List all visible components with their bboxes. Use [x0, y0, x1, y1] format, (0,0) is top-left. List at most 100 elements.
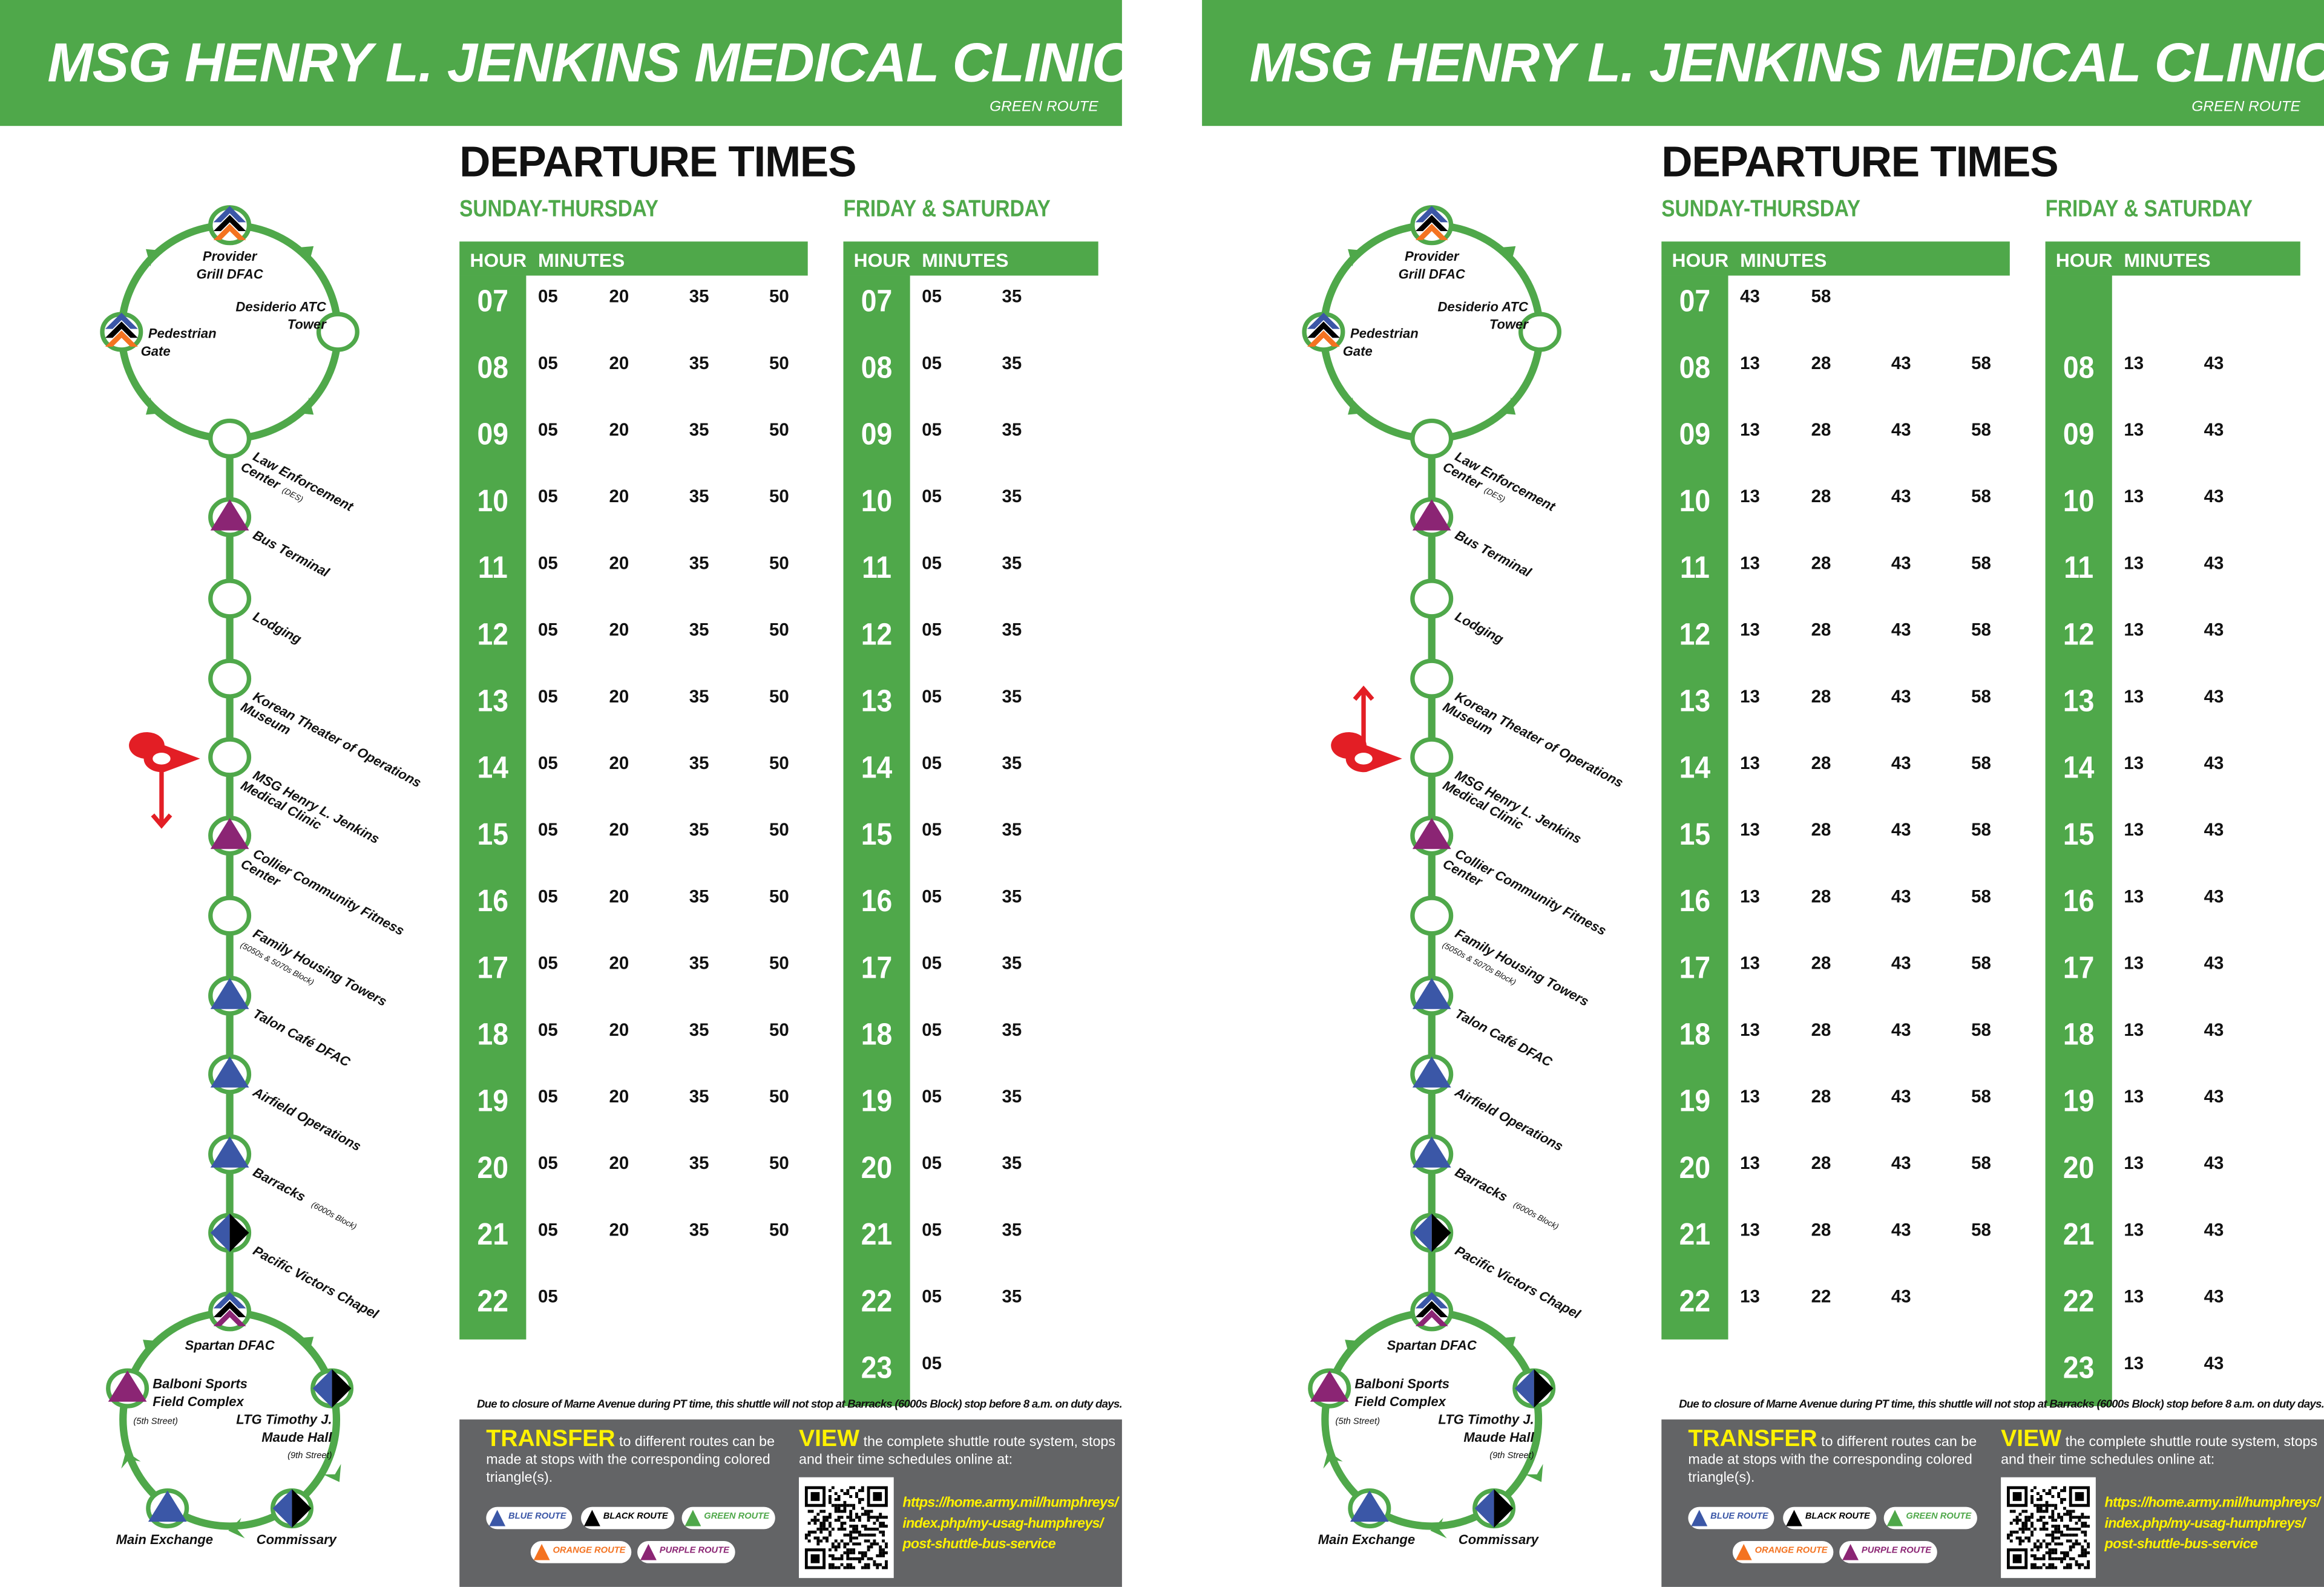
hour-cell: 10: [1679, 484, 1711, 519]
table-row: [2046, 276, 2300, 342]
minute-cell: 20: [609, 886, 629, 907]
minutes-header: MINUTES: [2124, 249, 2211, 272]
minute-cell: 28: [1811, 819, 1831, 840]
legend-blue-route: BLUE ROUTE: [1688, 1507, 1774, 1530]
shuttle-url-link[interactable]: https://home.army.mil/humphreys/index.ph…: [902, 1495, 1118, 1553]
stop: LTG Timothy J.Maude Hall(9th Street): [1438, 1368, 1556, 1461]
hour-cell: 13: [477, 684, 509, 719]
hour-cell: 14: [477, 751, 509, 785]
hour-cell: 16: [477, 885, 509, 919]
minute-cell: 35: [1002, 753, 1022, 774]
hour-cell: 14: [1679, 751, 1711, 785]
minute-cell: 35: [689, 1153, 709, 1174]
triangle-purple-icon: [210, 817, 249, 849]
hour-cell: 20: [2063, 1151, 2095, 1186]
minute-cell: 13: [2124, 1086, 2144, 1107]
hour-cell: 09: [477, 417, 509, 452]
minute-cell: 28: [1811, 952, 1831, 973]
hour-header: HOUR: [2055, 249, 2113, 272]
minute-cell: 05: [922, 1352, 942, 1374]
stop-label: Tower: [1489, 317, 1529, 332]
stop-sublabel: (9th Street): [287, 1451, 332, 1461]
qr-code-icon: [804, 1486, 888, 1569]
closure-note: Due to closure of Marne Avenue during PT…: [1679, 1397, 2324, 1411]
minute-cell: 50: [769, 1019, 789, 1041]
triangle-icon: [1786, 1510, 1802, 1526]
minute-cell: 05: [537, 686, 558, 707]
minute-cell: 05: [537, 352, 558, 374]
legend-orange-route: ORANGE ROUTE: [530, 1540, 632, 1563]
minute-cell: 05: [922, 886, 942, 907]
stop-label: Desiderio ATC: [235, 299, 326, 314]
minute-cell: 58: [1971, 1086, 1991, 1107]
minute-cell: 35: [689, 886, 709, 907]
minute-cell: 13: [2124, 886, 2144, 907]
minute-cell: 43: [2204, 1352, 2224, 1374]
shuttle-url-link[interactable]: https://home.army.mil/humphreys/index.ph…: [2104, 1495, 2320, 1553]
minute-cell: 13: [2124, 619, 2144, 640]
minute-cell: 05: [537, 1019, 558, 1041]
minute-cell: 28: [1811, 486, 1831, 507]
hour-cell: 13: [1679, 684, 1711, 719]
triangle-purple-icon: [1412, 817, 1451, 849]
stop-circle: [1410, 418, 1454, 459]
minute-cell: 35: [1002, 619, 1022, 640]
hour-cell: 11: [1679, 551, 1710, 586]
hour-cell: 07: [861, 284, 893, 319]
minute-cell: 43: [1740, 286, 1760, 307]
qr-code: [2001, 1477, 2096, 1579]
minute-cell: 13: [2124, 486, 2144, 507]
view-info: VIEW the complete shuttle route system, …: [2001, 1427, 2318, 1468]
minute-cell: 05: [537, 952, 558, 973]
transfer-heading: TRANSFER: [486, 1427, 615, 1453]
minute-cell: 50: [769, 886, 789, 907]
hour-cell: 12: [2063, 618, 2095, 652]
stop-circle: [208, 658, 252, 699]
qr-code-icon: [2006, 1486, 2090, 1569]
stop-label: Talon Café DFAC: [251, 1006, 353, 1070]
minute-cell: 50: [769, 952, 789, 973]
stop-label: Airfield Operations: [250, 1084, 364, 1154]
stop-sublabel: (5th Street): [133, 1416, 178, 1426]
minute-cell: 05: [537, 1286, 558, 1307]
schedule-title: SUNDAY-THURSDAY: [1661, 197, 1861, 223]
hour-cell: 16: [861, 885, 893, 919]
triangle-blue-icon: [1412, 978, 1451, 1009]
stop: Main Exchange: [1318, 1488, 1415, 1547]
legend-orange-route: ORANGE ROUTE: [1732, 1540, 1834, 1563]
minute-cell: 35: [689, 686, 709, 707]
minute-cell: 05: [537, 419, 558, 440]
minute-cell: 05: [922, 1219, 942, 1240]
stop-label: Korean Theater of Operations: [1452, 689, 1626, 790]
minute-cell: 05: [922, 419, 942, 440]
hour-cell: 12: [1679, 618, 1711, 652]
legend-purple-route: PURPLE ROUTE: [637, 1540, 735, 1563]
minute-cell: 13: [1740, 352, 1760, 374]
minute-cell: 35: [689, 1219, 709, 1240]
minute-cell: 50: [769, 753, 789, 774]
stop-label: Tower: [287, 317, 327, 332]
stop-label: Balboni Sports: [1354, 1376, 1449, 1392]
legend-blue-route: BLUE ROUTE: [486, 1507, 573, 1530]
stop-label: Collier Community Fitness: [251, 846, 407, 938]
stop-label: Provider: [1405, 249, 1460, 264]
